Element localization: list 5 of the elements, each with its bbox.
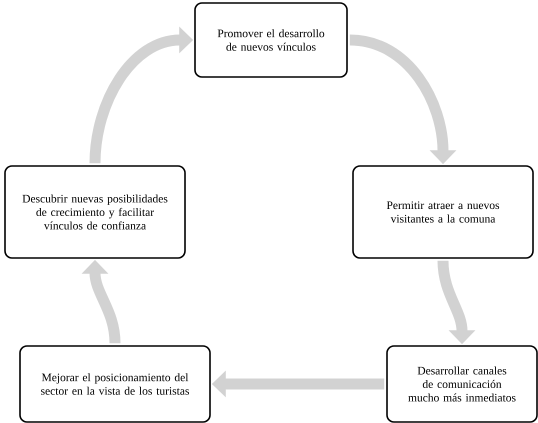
process-box: Descubrir nuevas posibilidades de crecimiento y facilitar vínculos de confianza (4, 165, 186, 259)
process-box: Mejorar el posicionamiento del sector en la vista de los turistas (19, 345, 211, 423)
process-box: Desarrollar canales de comunicación mucho más inmediatos (386, 345, 538, 423)
process-box: Promover el desarrollo de nuevos vínculos (194, 2, 348, 78)
process-box: Permitir atraer a nuevos visitantes a la comuna (352, 165, 534, 259)
